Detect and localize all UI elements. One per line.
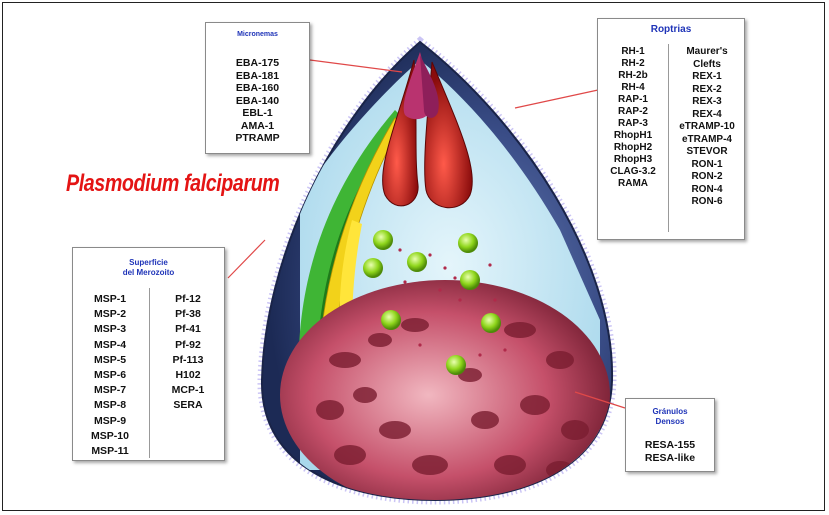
superficie-box: Superficie del Merozoito MSP-1 MSP-2 MSP… xyxy=(72,247,225,461)
superficie-header-line2: del Merozoito xyxy=(73,268,224,278)
list-item: Clefts xyxy=(670,59,744,72)
list-item: REX-2 xyxy=(670,84,744,97)
list-item: EBA-175 xyxy=(206,57,309,70)
list-item: PTRAMP xyxy=(206,132,309,145)
list-item: MSP-10 xyxy=(75,429,145,444)
list-item: REX-1 xyxy=(670,71,744,84)
superficie-list-2: Pf-12 Pf-38 Pf-41 Pf-92 Pf-113 H102 MCP-… xyxy=(153,292,223,414)
granulos-header-line2: Densos xyxy=(626,417,714,427)
list-item: RON-2 xyxy=(670,171,744,184)
list-item: eTRAMP-10 xyxy=(670,121,744,134)
column-divider xyxy=(149,288,150,458)
list-item: RESA-like xyxy=(626,452,714,465)
list-item: MSP-5 xyxy=(75,353,145,368)
list-item: EBL-1 xyxy=(206,107,309,120)
list-item: RH-4 xyxy=(600,82,666,94)
list-item: Maurer's xyxy=(670,46,744,59)
list-item: RH-1 xyxy=(600,46,666,58)
list-item: AMA-1 xyxy=(206,120,309,133)
micronemas-list: EBA-175 EBA-181 EBA-160 EBA-140 EBL-1 AM… xyxy=(206,57,309,145)
list-item: REX-3 xyxy=(670,96,744,109)
list-item: MSP-11 xyxy=(75,444,145,459)
list-item: MCP-1 xyxy=(153,383,223,398)
list-item: CLAG-3.2 xyxy=(600,166,666,178)
nucleus xyxy=(280,280,610,510)
list-item: RAMA xyxy=(600,178,666,190)
list-item: RAP-1 xyxy=(600,94,666,106)
list-item: MSP-1 xyxy=(75,292,145,307)
list-item: RhopH3 xyxy=(600,154,666,166)
roptrias-list-1: RH-1 RH-2 RH-2b RH-4 RAP-1 RAP-2 RAP-3 R… xyxy=(600,46,666,190)
list-item: RESA-155 xyxy=(626,439,714,452)
list-item: MSP-3 xyxy=(75,322,145,337)
list-item: EBA-181 xyxy=(206,70,309,83)
list-item: STEVOR xyxy=(670,146,744,159)
list-item: Pf-113 xyxy=(153,353,223,368)
micronemas-box: Micronemas EBA-175 EBA-181 EBA-160 EBA-1… xyxy=(205,22,310,154)
superficie-list-1: MSP-1 MSP-2 MSP-3 MSP-4 MSP-5 MSP-6 MSP-… xyxy=(75,292,145,459)
list-item: RAP-3 xyxy=(600,118,666,130)
superficie-header-line1: Superficie xyxy=(73,258,224,268)
list-item: MSP-9 xyxy=(75,414,145,429)
list-item: RhopH1 xyxy=(600,130,666,142)
list-item: RH-2b xyxy=(600,70,666,82)
species-title: Plasmodium falciparum xyxy=(66,170,279,198)
list-item: RhopH2 xyxy=(600,142,666,154)
granulos-header-line1: Gránulos xyxy=(626,407,714,417)
list-item: Pf-41 xyxy=(153,322,223,337)
list-item: RON-6 xyxy=(670,196,744,209)
list-item: MSP-8 xyxy=(75,398,145,413)
list-item: SERA xyxy=(153,398,223,413)
list-item: Pf-38 xyxy=(153,307,223,322)
list-item: Pf-12 xyxy=(153,292,223,307)
list-item: Pf-92 xyxy=(153,338,223,353)
list-item: RON-4 xyxy=(670,184,744,197)
superficie-header: Superficie del Merozoito xyxy=(73,258,224,278)
list-item: EBA-160 xyxy=(206,82,309,95)
granulos-list: RESA-155 RESA-like xyxy=(626,439,714,465)
list-item: H102 xyxy=(153,368,223,383)
list-item: RON-1 xyxy=(670,159,744,172)
list-item: MSP-6 xyxy=(75,368,145,383)
granulos-box: Gránulos Densos RESA-155 RESA-like xyxy=(625,398,715,472)
list-item: RH-2 xyxy=(600,58,666,70)
micronemas-header: Micronemas xyxy=(206,31,309,38)
list-item: RAP-2 xyxy=(600,106,666,118)
list-item: MSP-4 xyxy=(75,338,145,353)
list-item: EBA-140 xyxy=(206,95,309,108)
roptrias-box: Roptrias RH-1 RH-2 RH-2b RH-4 RAP-1 RAP-… xyxy=(597,18,745,240)
list-item: eTRAMP-4 xyxy=(670,134,744,147)
roptrias-header: Roptrias xyxy=(598,24,744,35)
list-item: MSP-7 xyxy=(75,383,145,398)
roptrias-list-2: Maurer's Clefts REX-1 REX-2 REX-3 REX-4 … xyxy=(670,46,744,209)
granulos-header: Gránulos Densos xyxy=(626,407,714,427)
list-item: REX-4 xyxy=(670,109,744,122)
list-item: MSP-2 xyxy=(75,307,145,322)
column-divider xyxy=(668,44,669,232)
